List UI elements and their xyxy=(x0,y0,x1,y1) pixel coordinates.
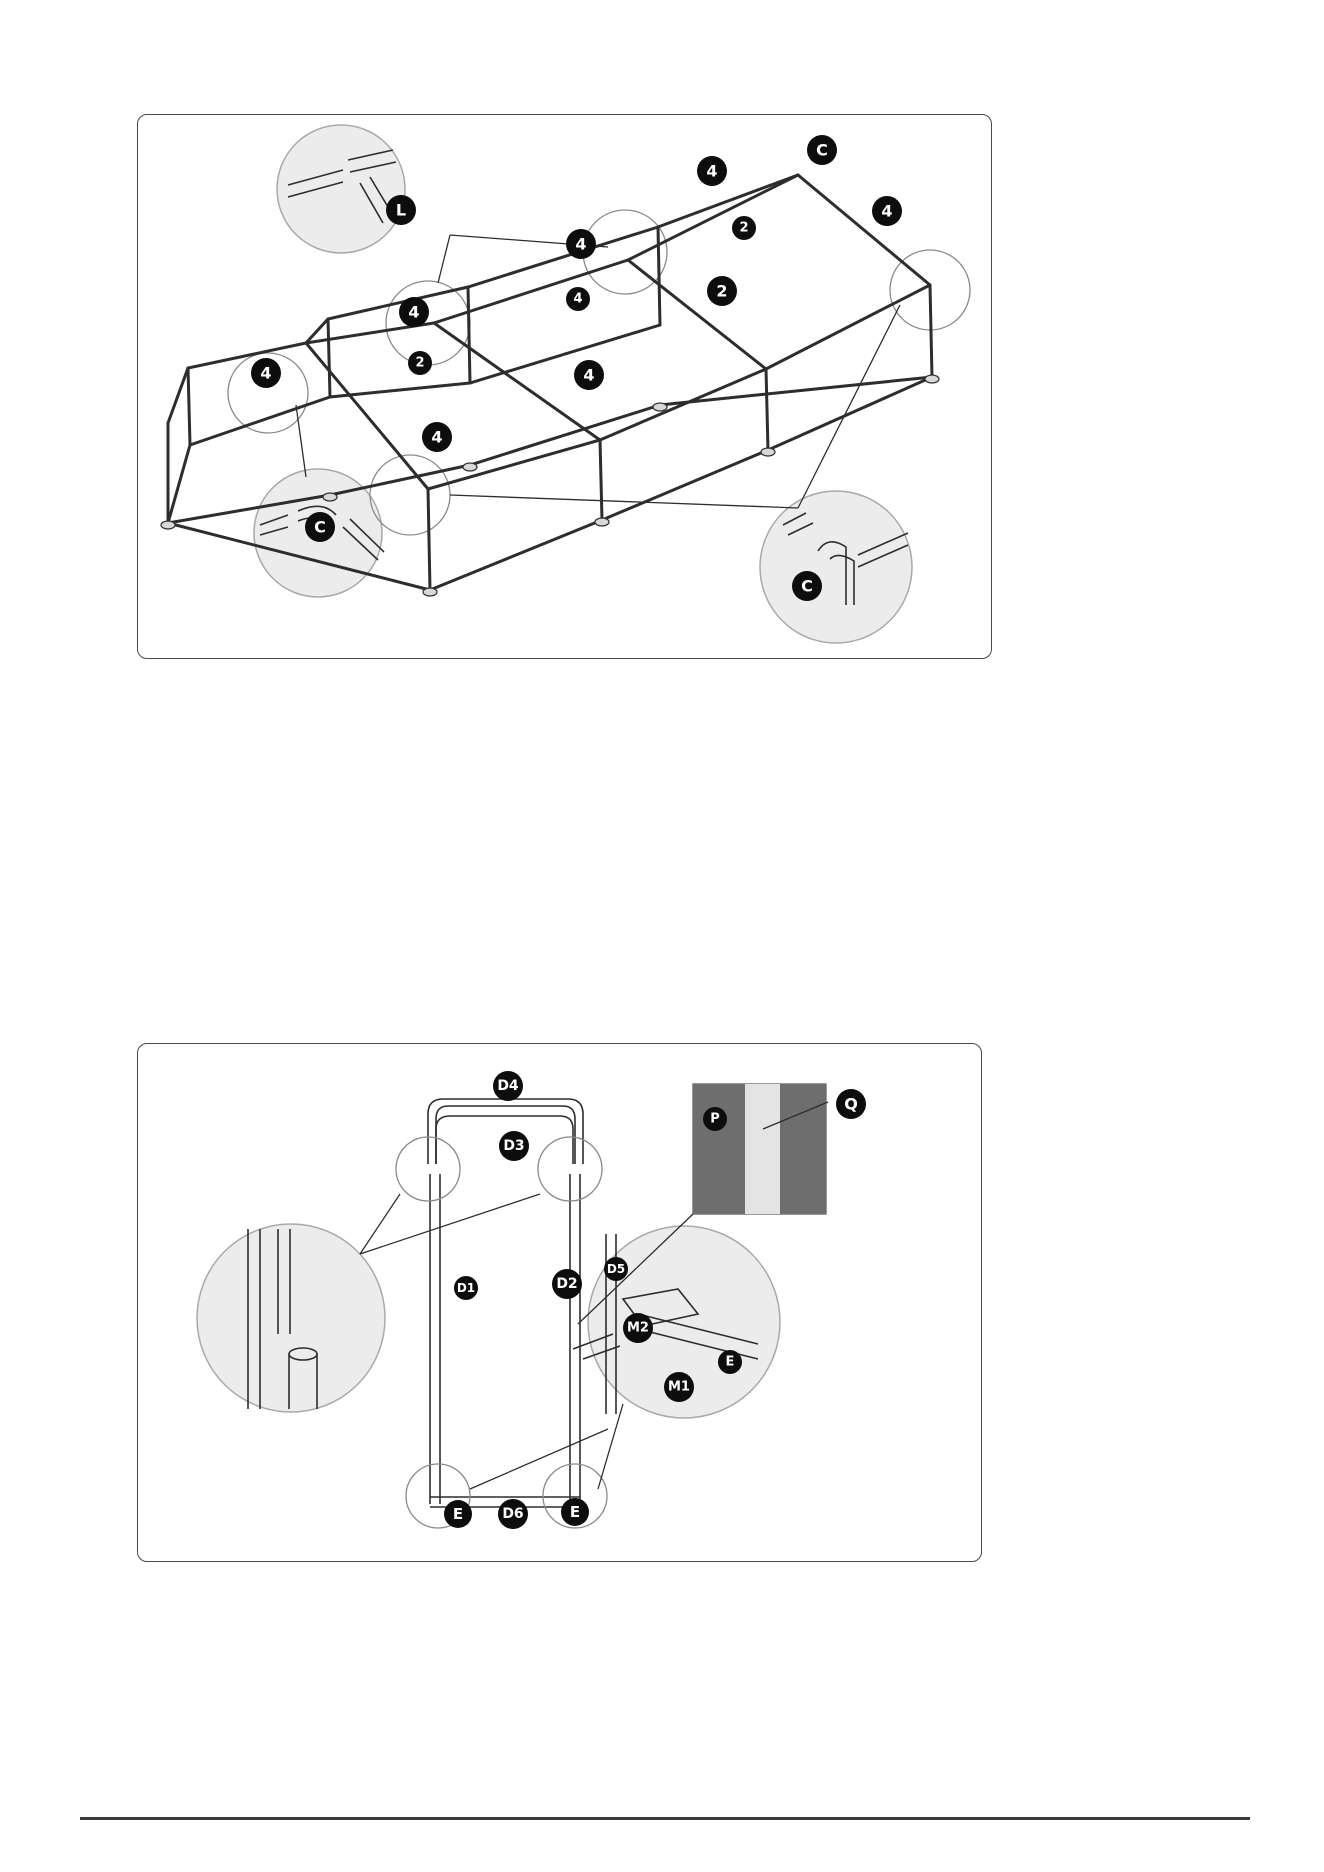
part-label-text: 2 xyxy=(716,282,727,301)
part-label-text: L xyxy=(396,201,406,220)
part-label-text: 4 xyxy=(573,292,582,307)
part-label-text: 4 xyxy=(431,428,442,447)
part-label-text: D5 xyxy=(607,1262,625,1276)
part-label-text: C xyxy=(816,141,828,160)
part-label-badge: E xyxy=(718,1350,742,1374)
part-label-text: Q xyxy=(844,1095,858,1114)
part-label-text: 4 xyxy=(260,364,271,383)
part-label-text: D2 xyxy=(556,1276,577,1292)
part-label-badge: 2 xyxy=(408,351,432,375)
part-label-text: M1 xyxy=(668,1380,690,1395)
part-label-text: M2 xyxy=(627,1321,649,1336)
part-label-text: 2 xyxy=(415,356,424,371)
part-label-badge: E xyxy=(444,1500,472,1528)
part-label-badge: M1 xyxy=(664,1372,694,1402)
part-label-text: 2 xyxy=(739,221,748,236)
part-label-badge: C xyxy=(807,135,837,165)
footer-rule xyxy=(80,1817,1250,1820)
part-label-badge: D6 xyxy=(498,1499,528,1529)
part-label-badge: D5 xyxy=(604,1257,628,1281)
part-label-badge: 4 xyxy=(872,196,902,226)
part-label-badge: 4 xyxy=(399,297,429,327)
part-label-text: D3 xyxy=(503,1138,524,1154)
part-label-badge: 4 xyxy=(566,229,596,259)
part-label-badge: 4 xyxy=(697,156,727,186)
part-label-text: 4 xyxy=(706,162,717,181)
part-label-text: E xyxy=(726,1355,735,1370)
part-label-text: P xyxy=(710,1112,720,1127)
part-label-text: D4 xyxy=(497,1078,519,1094)
part-label-badge: 2 xyxy=(707,276,737,306)
part-label-badge: 4 xyxy=(566,287,590,311)
part-label-badge: 4 xyxy=(574,360,604,390)
part-label-badge: Q xyxy=(836,1089,866,1119)
part-label-badge: M2 xyxy=(623,1313,653,1343)
part-label-badge: P xyxy=(703,1107,727,1131)
part-label-badge: D2 xyxy=(552,1269,582,1299)
part-label-text: 4 xyxy=(583,366,594,385)
part-label-badge: 4 xyxy=(422,422,452,452)
part-label-badge: D3 xyxy=(499,1131,529,1161)
part-label-text: E xyxy=(453,1505,463,1523)
part-label-text: D1 xyxy=(457,1281,475,1295)
part-label-text: D6 xyxy=(502,1506,523,1522)
part-label-text: 4 xyxy=(575,235,586,254)
part-label-text: E xyxy=(570,1503,580,1521)
part-label-badge: C xyxy=(792,571,822,601)
part-label-badge: D4 xyxy=(493,1071,523,1101)
part-label-text: C xyxy=(314,518,326,537)
part-label-badge: D1 xyxy=(454,1276,478,1300)
part-label-badge: C xyxy=(305,512,335,542)
part-label-badge: E xyxy=(561,1498,589,1526)
part-label-badge: L xyxy=(386,195,416,225)
part-label-badge: 2 xyxy=(732,216,756,240)
part-label-text: 4 xyxy=(408,303,419,322)
part-label-text: C xyxy=(801,577,813,596)
part-label-badge: 4 xyxy=(251,358,281,388)
part-label-text: 4 xyxy=(881,202,892,221)
